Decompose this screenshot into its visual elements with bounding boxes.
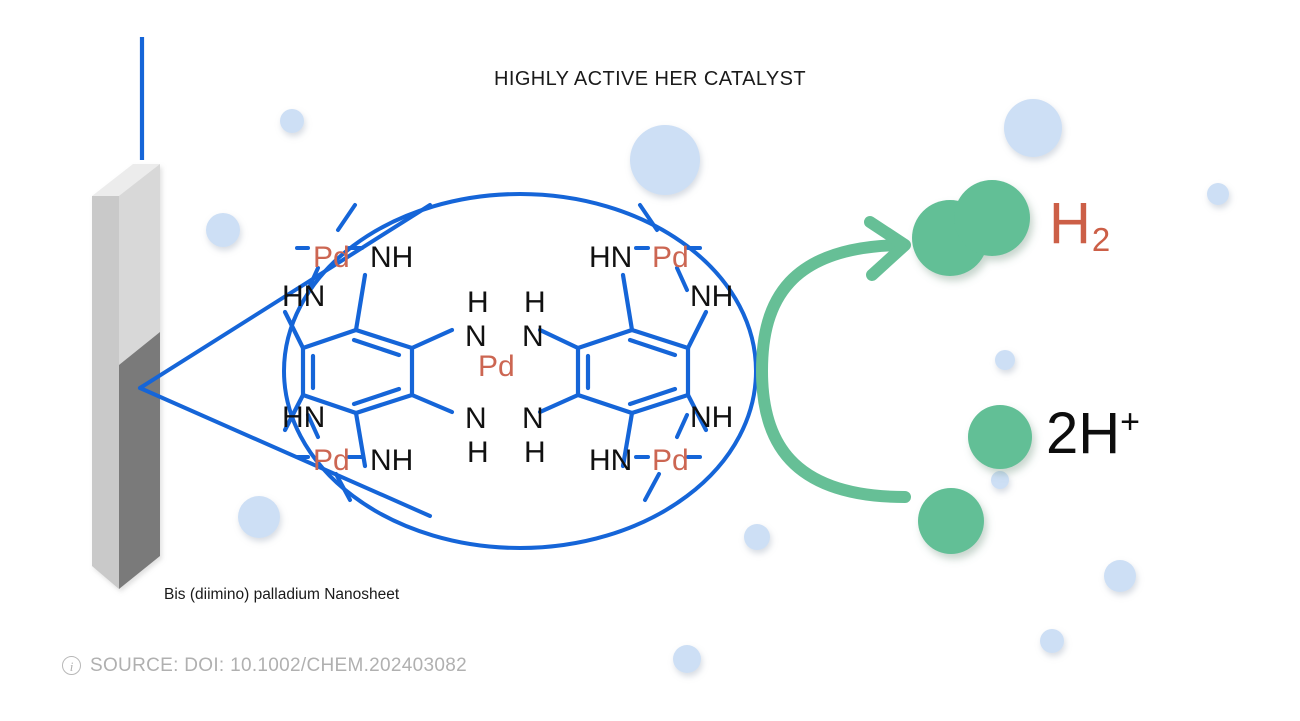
label-h-center-bottom-left: H (467, 436, 489, 469)
label-nh-bottom-right: NH (690, 401, 734, 434)
pd-tr-bond-down (675, 266, 689, 292)
page-title: HIGHLY ACTIVE HER CATALYST (494, 68, 806, 90)
label-pd-top-left: Pd (313, 241, 350, 274)
pd-bl-bond-up (306, 413, 320, 439)
reaction-arrow (755, 216, 911, 503)
electrode (92, 37, 160, 589)
right-ring-double-3 (627, 386, 678, 407)
label-hn-bottom-right: HN (589, 444, 633, 477)
label-pd-bottom-left: Pd (313, 444, 350, 477)
bubble (206, 213, 240, 247)
label-hn-top-left: HN (282, 280, 326, 313)
proton-label: 2H+ (1046, 400, 1140, 467)
bond-l-er-t (409, 327, 455, 351)
bubble (995, 350, 1015, 370)
molecule-bonds (282, 272, 709, 469)
reaction-arrow-curve (755, 239, 911, 503)
proton-charge: + (1120, 403, 1141, 441)
bond-l-tl-n (282, 309, 306, 351)
nanosheet-caption: Bis (diimino) palladium Nanosheet (164, 586, 400, 603)
label-hn-bottom-left: HN (282, 401, 326, 434)
pd-tl-bond-down (306, 266, 320, 292)
reaction-arrow-head (864, 216, 911, 281)
hydrogen-gas-symbol: H (1049, 191, 1091, 256)
bubble (1104, 560, 1136, 592)
info-icon: i (62, 656, 81, 675)
label-n-center-bottom-left: N (465, 402, 487, 435)
pd-tr-bond-up (638, 203, 659, 232)
connector-lower (138, 386, 432, 518)
label-hn-top-right: HN (589, 241, 633, 274)
electrode-top-face (92, 164, 160, 196)
connector-upper (138, 203, 432, 390)
bond-r-bl-n (620, 410, 635, 469)
proton-particle (918, 488, 984, 554)
bond-l-tr-n (353, 272, 368, 333)
label-nh-top-left: NH (370, 241, 414, 274)
label-h-center-top-left: H (467, 286, 489, 319)
bond-r-tr-n (685, 309, 709, 351)
left-ring-double-3 (351, 386, 402, 407)
hydrogen-gas-subscript: 2 (1091, 221, 1111, 258)
bond-r-el-b (537, 392, 581, 415)
bond-r-el-t (537, 327, 581, 351)
hydrogen-species (912, 180, 1032, 554)
right-ring-double-2 (627, 337, 678, 358)
electrode-lower-face (119, 332, 160, 589)
bubble (630, 125, 700, 195)
hydrogen-atom (954, 180, 1030, 256)
bond-l-bl-n (282, 392, 306, 433)
label-h-center-bottom-right: H (524, 436, 546, 469)
bond-r-br-n (685, 392, 709, 433)
proton-particle (968, 405, 1032, 469)
bubble (1040, 629, 1064, 653)
source-citation: SOURCE: DOI: 10.1002/CHEM.202403082 (90, 655, 467, 676)
bubble (1207, 183, 1229, 205)
bubble (673, 645, 701, 673)
label-nh-bottom-left: NH (370, 444, 414, 477)
label-n-center-top-right: N (522, 320, 544, 353)
label-h-center-top-right: H (524, 286, 546, 319)
pd-bl-bond-down (334, 472, 352, 502)
label-nh-top-right: NH (690, 280, 734, 313)
label-pd-bottom-right: Pd (652, 444, 689, 477)
palladium-coordination-bonds (295, 203, 702, 502)
pd-br-bond-down (643, 472, 661, 502)
label-pd-center: Pd (478, 350, 515, 383)
bubble (238, 496, 280, 538)
bubble (744, 524, 770, 550)
pd-br-bond-up (675, 413, 689, 439)
label-n-center-bottom-right: N (522, 402, 544, 435)
label-pd-top-right: Pd (652, 241, 689, 274)
electrode-upper-face (119, 164, 160, 365)
bubble (280, 109, 304, 133)
label-n-center-top-left: N (465, 320, 487, 353)
hydrogen-gas-label: H2 (1049, 190, 1111, 258)
magnifier-connectors (138, 203, 432, 518)
pd-tl-bond-up (336, 203, 357, 232)
proton-symbol: 2H (1046, 401, 1121, 466)
bond-r-tl-n (620, 272, 635, 333)
left-ring-double-2 (351, 337, 402, 358)
bubble (991, 471, 1009, 489)
bubble (1004, 99, 1062, 157)
electrode-left-edge (92, 196, 119, 589)
bubble-field (206, 99, 1229, 673)
bond-l-er-b (409, 392, 455, 415)
